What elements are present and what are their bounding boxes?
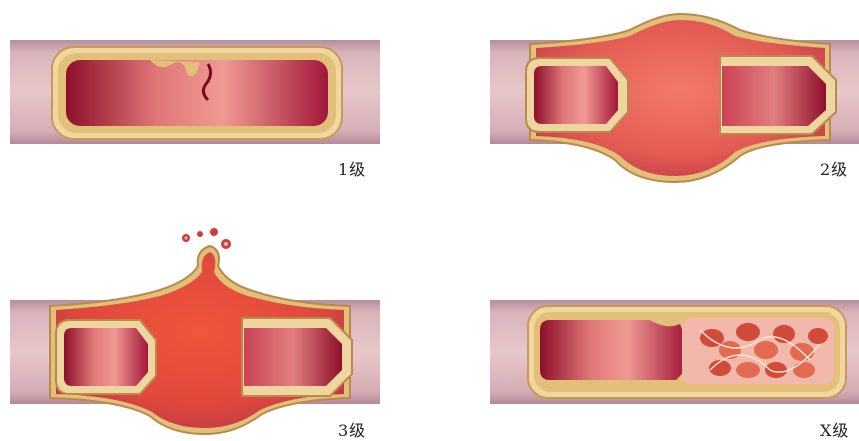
grade-x-illustration: [430, 220, 859, 439]
grade-label: 3级: [338, 417, 366, 441]
blood-droplets: [182, 228, 231, 249]
panel-grade-x: X级: [430, 220, 859, 439]
grade-2-illustration: [430, 0, 859, 200]
grade-label: 2级: [820, 156, 848, 180]
panel-grade-2: 2级: [430, 0, 859, 200]
grade-label: 1级: [338, 156, 366, 180]
grade-label: X级: [820, 417, 849, 441]
panel-grade-1: 1级: [0, 0, 430, 200]
panel-grade-3: 3级: [0, 220, 430, 439]
grade-3-illustration: [0, 220, 430, 439]
lumen: [540, 320, 686, 380]
